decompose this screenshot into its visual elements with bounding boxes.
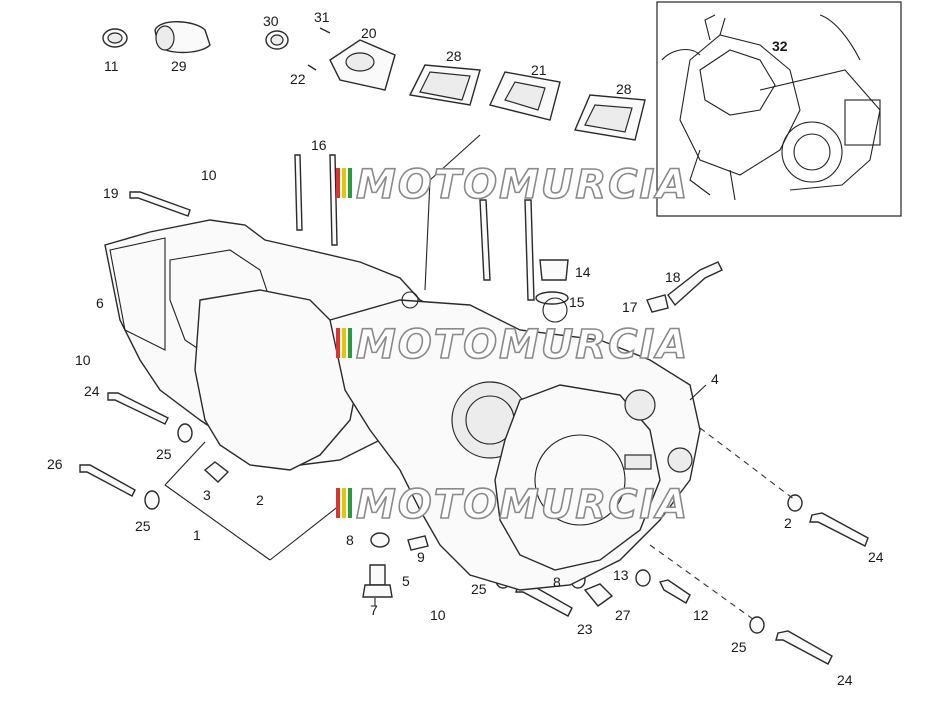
watermark-2: MOTOMURCIA (336, 321, 689, 369)
callout-19: 19 (103, 185, 119, 201)
callout-28b: 28 (616, 81, 632, 97)
callout-labels: 11 29 30 31 20 22 28 21 28 16 10 19 6 14… (47, 9, 884, 688)
callout-26: 26 (47, 456, 63, 472)
watermark-text-3: MOTOMURCIA (356, 482, 689, 528)
clutch-cover (494, 384, 661, 571)
watermark-group: MOTOMURCIA MOTOMURCIA MOTOMURCIA (336, 161, 689, 529)
top-parts (102, 21, 646, 141)
callout-5: 5 (402, 573, 410, 589)
callout-4: 4 (711, 371, 719, 387)
callout-10b: 10 (75, 352, 91, 368)
inset-engine-view (656, 1, 902, 217)
callout-11: 11 (104, 58, 119, 74)
callout-28a: 28 (446, 48, 462, 64)
callout-25a: 25 (156, 446, 172, 462)
watermark-text-2: MOTOMURCIA (356, 322, 689, 368)
callout-17: 17 (622, 299, 638, 315)
callout-10a: 10 (201, 167, 217, 183)
callout-18: 18 (665, 269, 681, 285)
watermark-3: MOTOMURCIA (336, 481, 689, 529)
crankcase (104, 219, 701, 591)
studs-bolts (79, 154, 869, 665)
callout-12: 12 (693, 607, 709, 623)
callout-7: 7 (370, 602, 378, 618)
callout-15: 15 (569, 294, 585, 310)
callout-8a: 8 (346, 532, 354, 548)
callout-10c: 10 (430, 607, 446, 623)
watermark-text-1: MOTOMURCIA (356, 162, 689, 208)
callout-1: 1 (193, 527, 201, 543)
callout-24c: 24 (837, 672, 853, 688)
callout-24a: 24 (84, 383, 100, 399)
callout-23: 23 (577, 621, 593, 637)
callout-20: 20 (361, 25, 377, 41)
callout-25d: 25 (731, 639, 747, 655)
leader-lines (164, 134, 796, 623)
callout-21: 21 (531, 62, 547, 78)
callout-31: 31 (314, 9, 330, 25)
callout-14: 14 (575, 264, 591, 280)
callout-9: 9 (417, 549, 425, 565)
callout-13: 13 (613, 567, 629, 583)
callout-30: 30 (263, 13, 279, 29)
callout-3: 3 (203, 487, 211, 503)
callout-27: 27 (615, 607, 631, 623)
callout-16: 16 (311, 137, 327, 153)
watermark-1: MOTOMURCIA (336, 161, 689, 209)
callout-2b: 2 (784, 515, 792, 531)
logo-plate (624, 454, 652, 470)
callout-2a: 2 (256, 492, 264, 508)
callout-25c: 25 (471, 581, 487, 597)
callout-22: 22 (290, 71, 306, 87)
callout-8b: 8 (553, 574, 561, 590)
callout-29: 29 (171, 58, 187, 74)
callout-32: 32 (772, 38, 788, 54)
callout-24b: 24 (868, 549, 884, 565)
callout-6: 6 (96, 295, 104, 311)
callout-25b: 25 (135, 518, 151, 534)
